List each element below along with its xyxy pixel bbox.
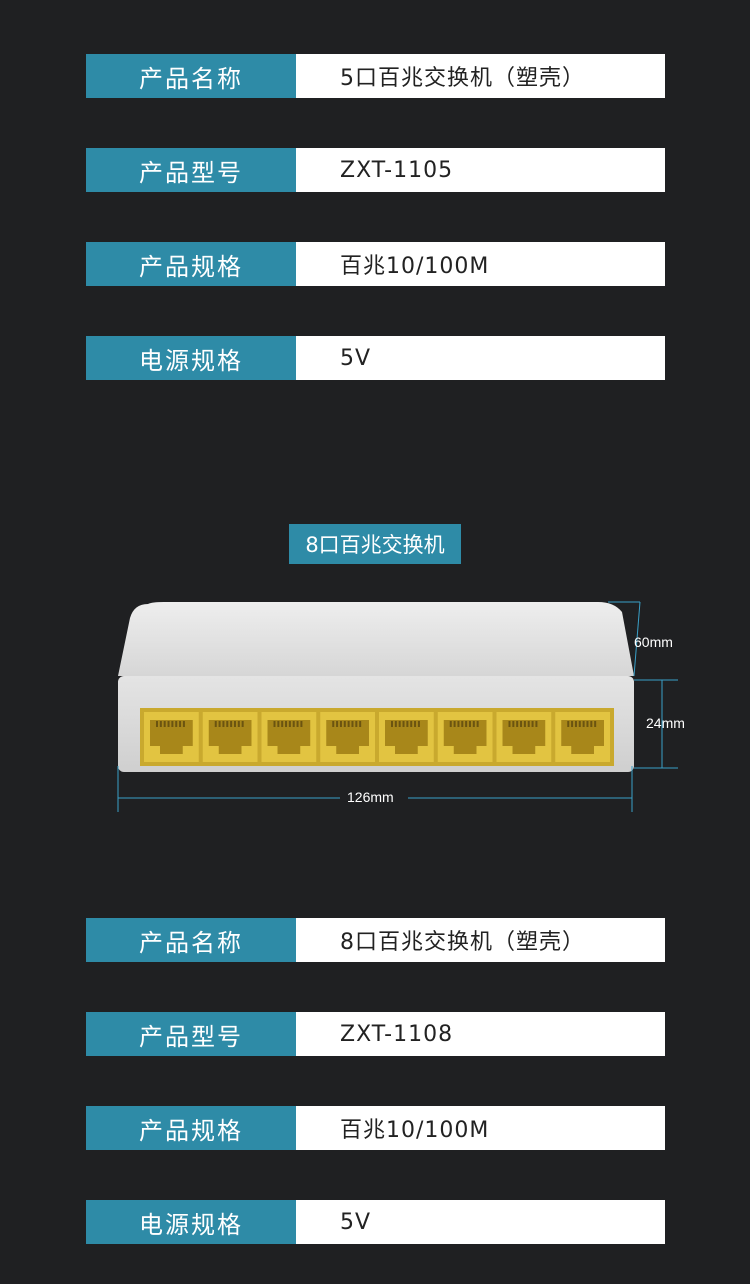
spec-label: 产品规格 xyxy=(86,242,296,286)
spec-label: 产品型号 xyxy=(86,1012,296,1056)
spec-label: 产品规格 xyxy=(86,1106,296,1150)
spec-row-spec: 产品规格 百兆10/100M xyxy=(86,242,665,286)
spec-label: 电源规格 xyxy=(86,1200,296,1244)
spec-value: ZXT-1108 xyxy=(296,1012,665,1056)
spec-label: 产品名称 xyxy=(86,918,296,962)
spec-row-name: 产品名称 5口百兆交换机（塑壳） xyxy=(86,54,665,98)
spec-row-spec-2: 产品规格 百兆10/100M xyxy=(86,1106,665,1150)
spec-label: 电源规格 xyxy=(86,336,296,380)
rj45-port xyxy=(379,712,434,762)
spec-value: 百兆10/100M xyxy=(296,242,665,286)
spec-row-model: 产品型号 ZXT-1105 xyxy=(86,148,665,192)
spec-row-power-2: 电源规格 5V xyxy=(86,1200,665,1244)
dim-depth-label: 60mm xyxy=(634,634,673,650)
switch-top xyxy=(118,602,634,676)
rj45-port xyxy=(144,712,199,762)
spec-value: 5V xyxy=(296,336,665,380)
spec-row-power: 电源规格 5V xyxy=(86,336,665,380)
rj45-port xyxy=(261,712,317,762)
spec-row-name-2: 产品名称 8口百兆交换机（塑壳） xyxy=(86,918,665,962)
rj45-port xyxy=(437,712,493,762)
switch-illustration: 60mm 24mm 126mm xyxy=(100,590,700,830)
product-title-badge: 8口百兆交换机 xyxy=(289,524,461,564)
spec-value: 百兆10/100M xyxy=(296,1106,665,1150)
spec-value: 8口百兆交换机（塑壳） xyxy=(296,918,665,962)
dim-height-label: 24mm xyxy=(646,715,685,731)
spec-row-model-2: 产品型号 ZXT-1108 xyxy=(86,1012,665,1056)
dim-width-label: 126mm xyxy=(347,789,394,805)
spec-label: 产品型号 xyxy=(86,148,296,192)
switch-image xyxy=(117,601,678,812)
spec-value: ZXT-1105 xyxy=(296,148,665,192)
spec-label: 产品名称 xyxy=(86,54,296,98)
spec-value: 5口百兆交换机（塑壳） xyxy=(296,54,665,98)
rj45-port xyxy=(320,712,375,762)
rj45-port xyxy=(555,712,610,762)
rj45-port xyxy=(202,712,258,762)
rj45-port xyxy=(496,712,552,762)
spec-value: 5V xyxy=(296,1200,665,1244)
